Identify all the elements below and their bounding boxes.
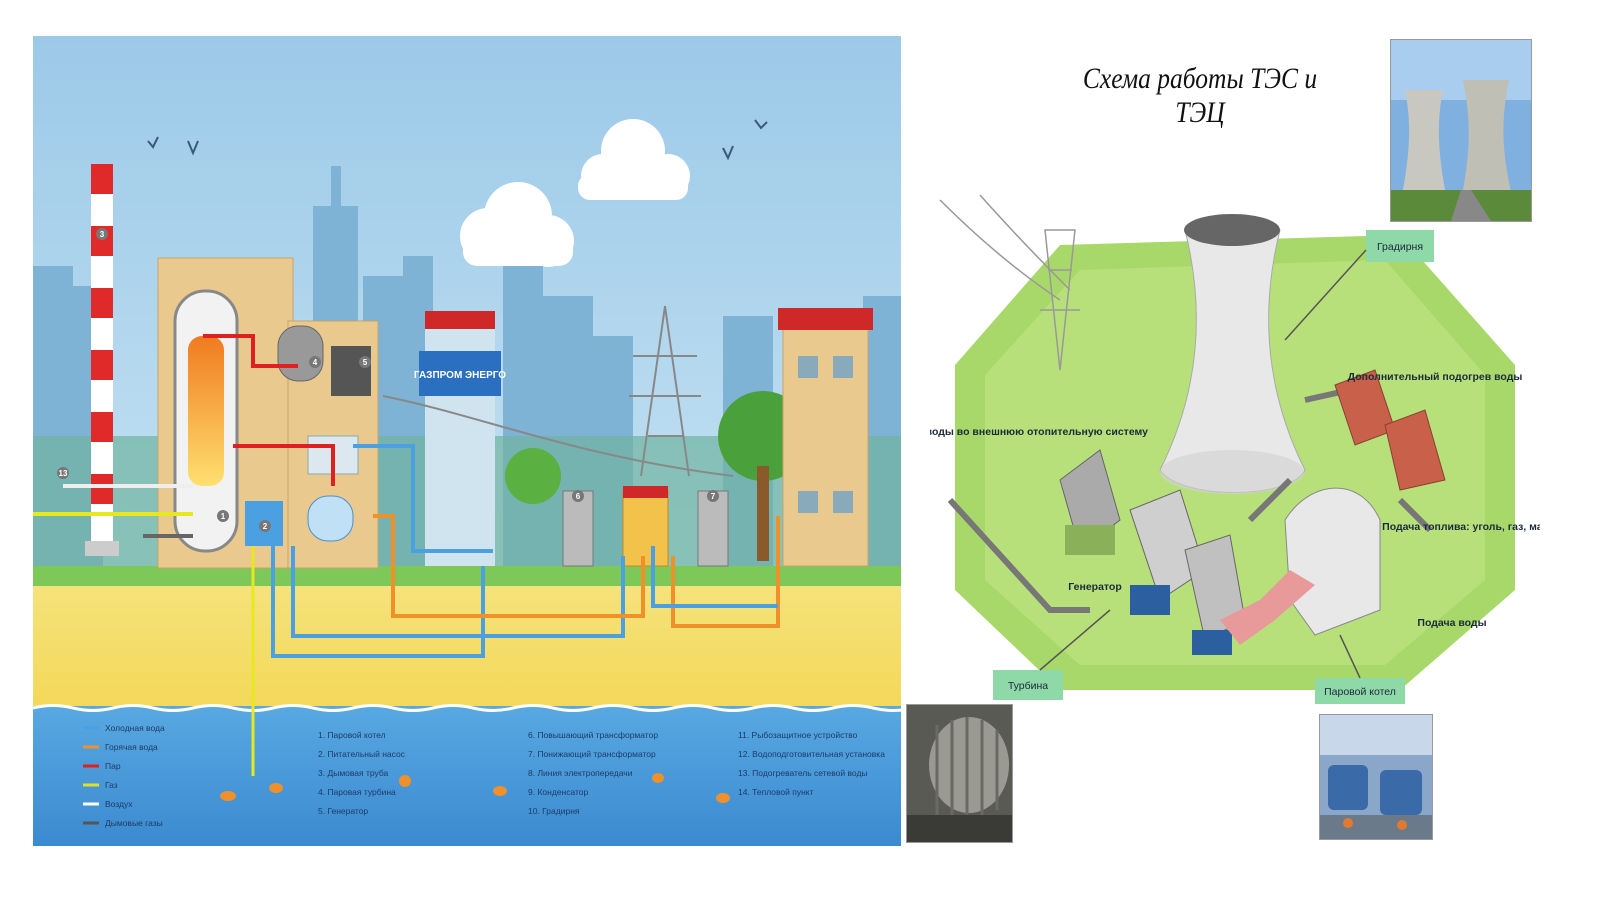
steam-boiler [1220,487,1381,645]
cooling-towers-photo [1390,39,1532,222]
fish [220,773,730,803]
component-markers: 1 2 3 4 5 6 7 13 [57,228,719,532]
slide-title: Схема работы ТЭС и ТЭЦ [1082,62,1318,129]
transformers [562,486,729,567]
pipes [33,334,780,776]
svg-text:11. Рыбозащитное устройство: 11. Рыбозащитное устройство [738,730,858,740]
generator [1059,449,1121,555]
isometric-pipes [947,387,1433,613]
svg-text:3. Дымовая труба: 3. Дымовая труба [318,768,389,778]
svg-text:7. Понижающий трансформатор: 7. Понижающий трансформатор [528,749,656,759]
svg-text:Холодная вода: Холодная вода [105,723,165,733]
svg-text:2. Питательный насос: 2. Питательный насос [318,749,406,759]
svg-text:Воздух: Воздух [105,799,133,809]
turbine [1129,489,1246,655]
svg-text:13. Подогреватель сетевой воды: 13. Подогреватель сетевой воды [738,768,868,778]
chimney [85,164,119,556]
svg-text:4. Паровая турбина: 4. Паровая турбина [318,787,396,797]
svg-text:6: 6 [576,492,581,501]
left-diagram-svg: ГАЗПРОМ ЭНЕРГО [33,36,901,846]
svg-text:1: 1 [221,512,226,521]
svg-text:12. Водоподготовительная устан: 12. Водоподготовительная установка [738,749,885,759]
power-lines [939,194,1080,371]
svg-text:14. Тепловой пункт: 14. Тепловой пункт [738,787,814,797]
turbine-tag [993,670,1063,700]
svg-text:3: 3 [100,230,105,239]
extra-heating-label: Дополнительный подогрев воды [1348,371,1523,383]
svg-text:Дымовые газы: Дымовые газы [105,818,163,828]
boiler-room-photo [1319,714,1433,840]
legend: Холодная вода Горячая вода Пар Газ Возду… [83,723,165,828]
svg-text:10. Градирня: 10. Градирня [528,806,580,816]
cooling-tower-tag [1366,230,1434,262]
water-supply-label: Подача воды [1417,617,1486,629]
component-list-3: 11. Рыбозащитное устройство 12. Водоподг… [738,730,885,797]
generator-label: Генератор [1068,581,1122,593]
extra-heaters [1334,369,1446,491]
svg-text:4: 4 [313,358,318,367]
left-power-plant-illustration: ГАЗПРОМ ЭНЕРГО [33,36,901,846]
svg-text:Газ: Газ [105,780,118,790]
gazprom-tower: ГАЗПРОМ ЭНЕРГО [414,311,506,566]
svg-text:8. Линия электропередачи: 8. Линия электропередачи [528,768,633,778]
svg-text:7: 7 [711,492,716,501]
svg-text:Горячая вода: Горячая вода [105,742,158,752]
svg-text:13: 13 [59,469,68,478]
svg-text:9. Конденсатор: 9. Конденсатор [528,787,589,797]
component-list-2: 6. Повышающий трансформатор 7. Понижающи… [528,730,658,816]
clouds [460,119,690,267]
residential-house [778,308,873,567]
isometric-scheme: Градирня Дополнительный подогрев воды Вы… [930,194,1540,704]
svg-text:Пар: Пар [105,761,121,771]
cooling-tower-label: Градирня [1377,241,1423,253]
steam-boiler-label: Паровой котел [1324,686,1396,698]
svg-text:5: 5 [363,358,368,367]
component-list-1: 1. Паровой котел 2. Питательный насос 3.… [318,730,406,816]
gazprom-logo-text: ГАЗПРОМ ЭНЕРГО [414,370,506,381]
hot-water-out-label: Выход теплой воды во внешнюю отопительну… [930,426,1148,438]
svg-text:1. Паровой котел: 1. Паровой котел [318,730,386,740]
turbine-label: Турбина [1008,680,1048,692]
birds [147,119,768,161]
svg-text:2: 2 [263,522,268,531]
cooling-tower [1159,214,1306,494]
fuel-supply-label: Подача топлива: уголь, газ, мазут и т.д. [1382,521,1540,533]
svg-text:5. Генератор: 5. Генератор [318,806,368,816]
steam-boiler-tag [1315,678,1405,704]
transmission-tower [382,305,734,477]
svg-text:6. Повышающий трансформатор: 6. Повышающий трансформатор [528,730,658,740]
turbine-photo [906,704,1013,843]
